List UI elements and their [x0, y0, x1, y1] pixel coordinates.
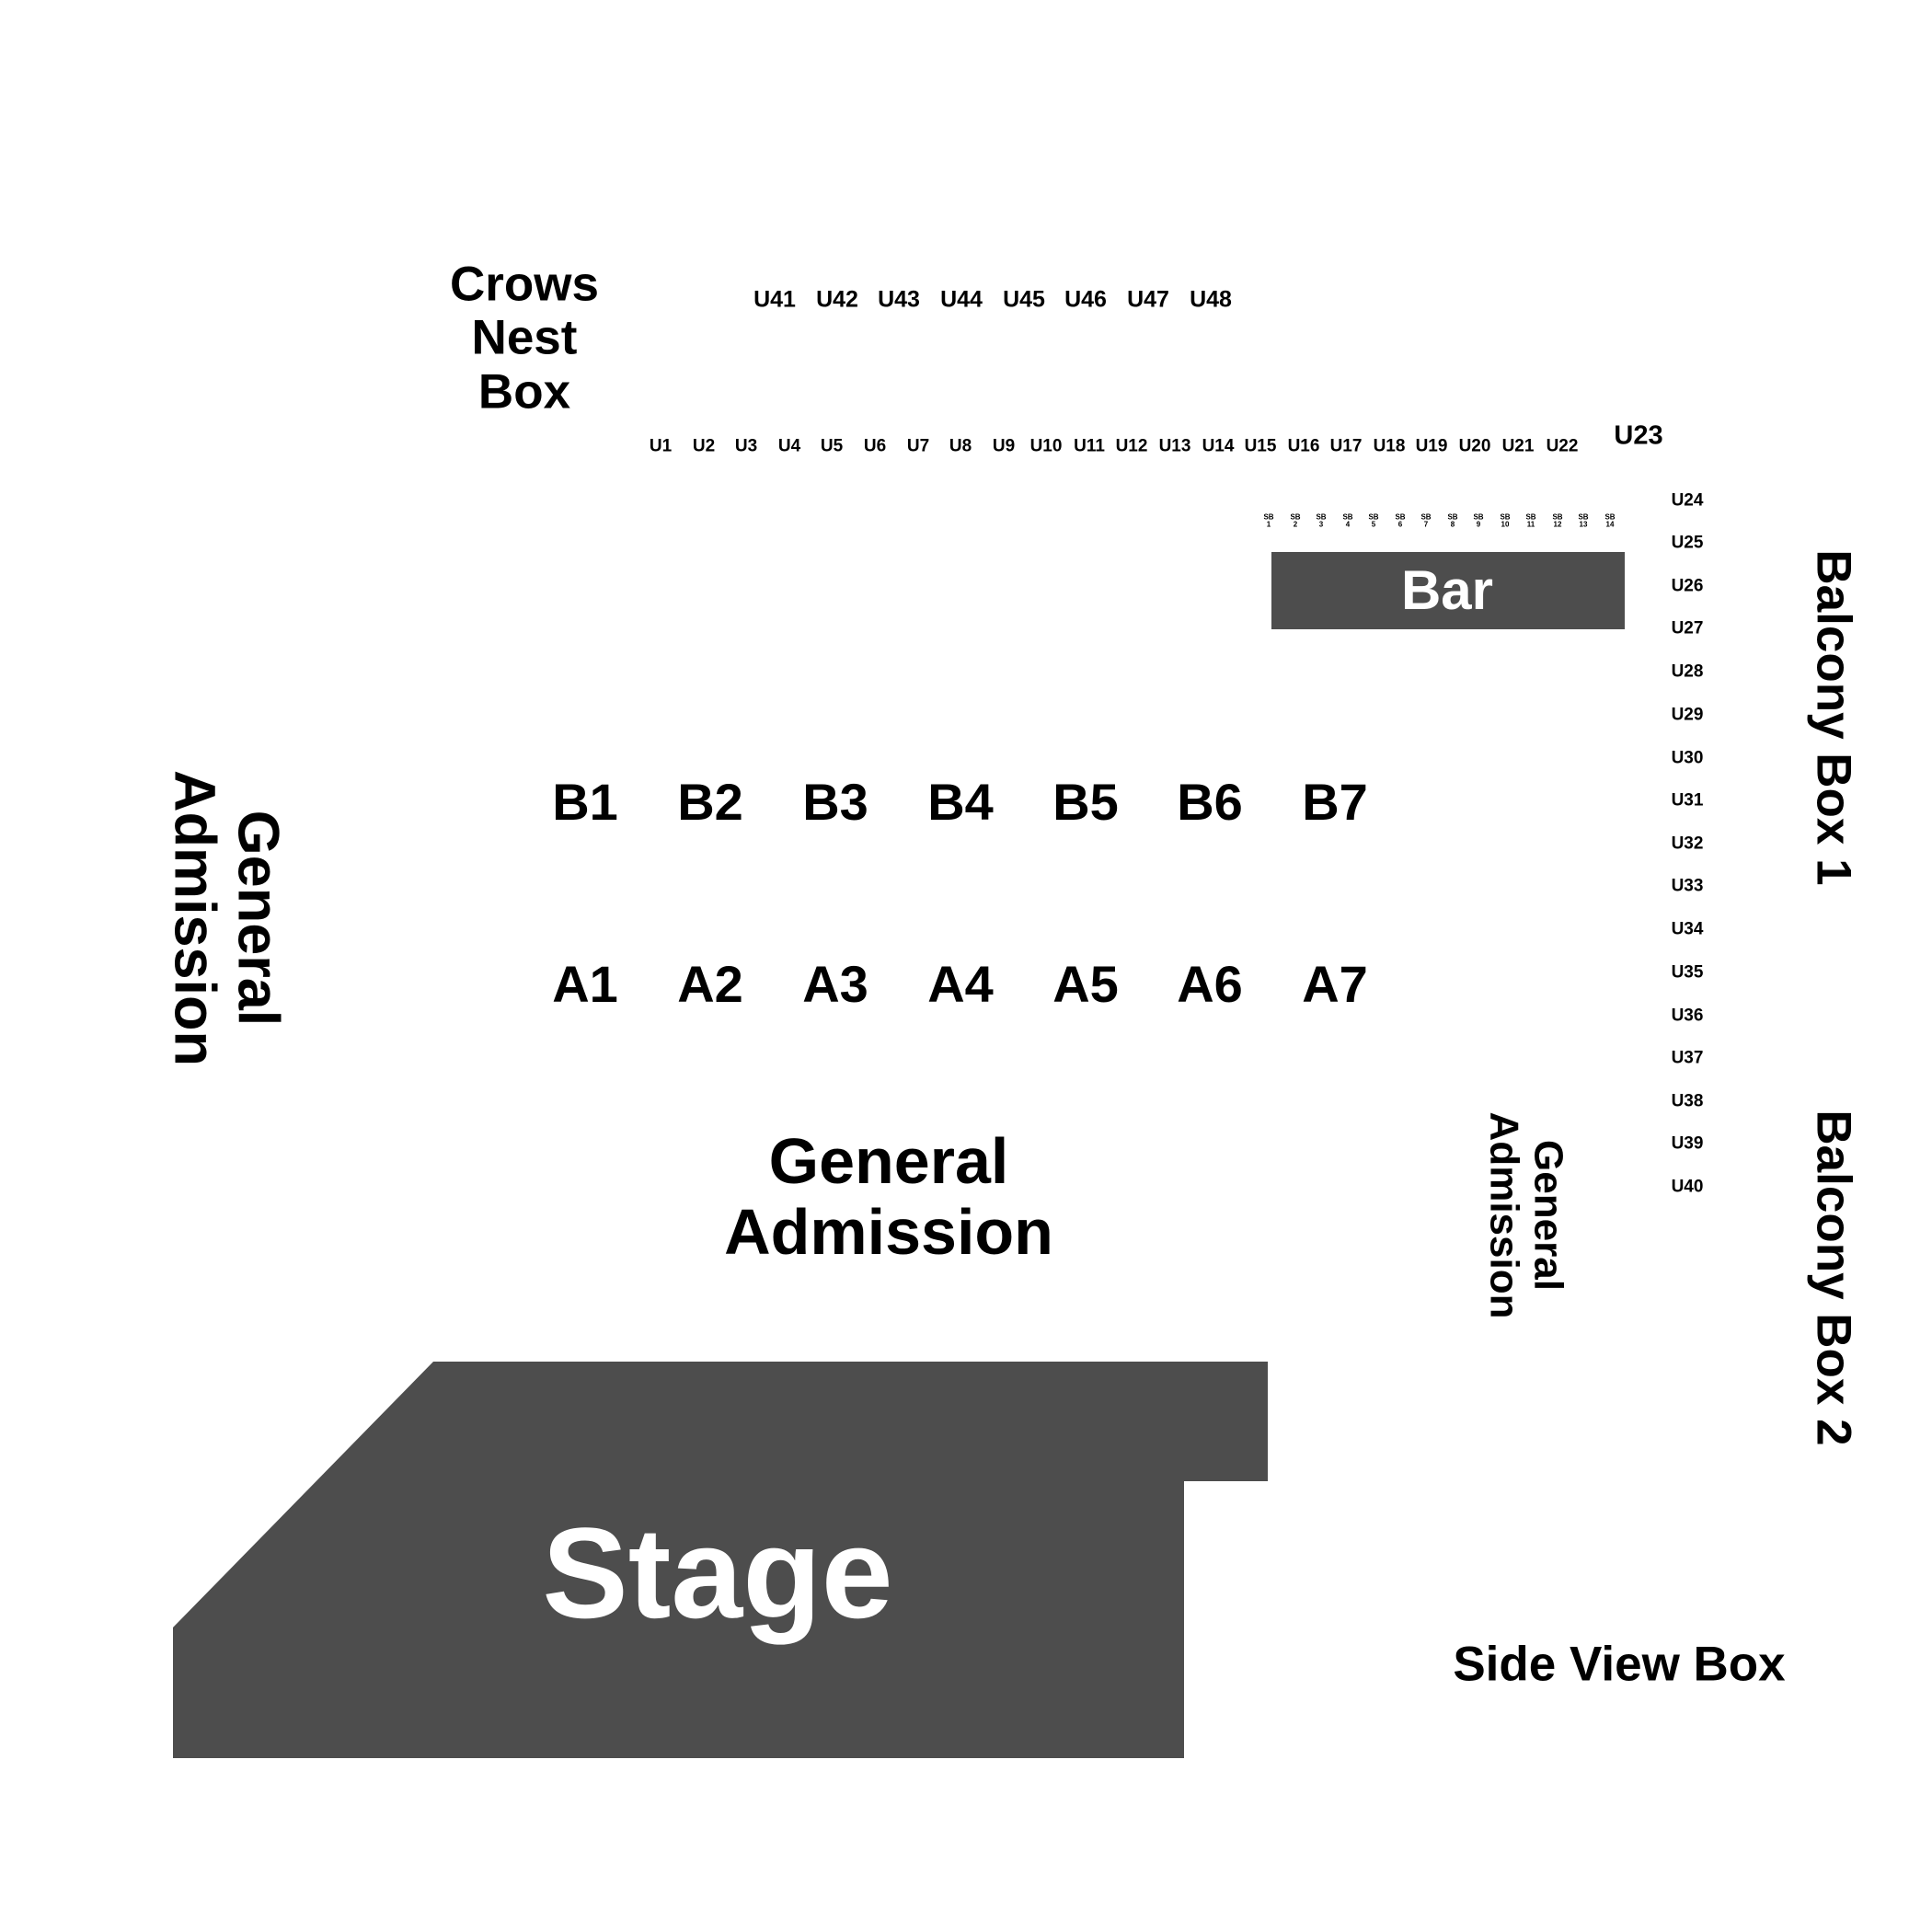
seat-u2[interactable]: U2: [692, 436, 716, 456]
ga-right-line: General: [1525, 1140, 1571, 1291]
general-admission-left[interactable]: General Admission: [162, 770, 290, 1066]
seat-u14[interactable]: U14: [1202, 436, 1235, 456]
seat-u21[interactable]: U21: [1501, 436, 1535, 456]
seat-u34[interactable]: U34: [1671, 919, 1704, 939]
seat-u26[interactable]: U26: [1671, 576, 1704, 596]
crows-nest-line: Crows: [450, 257, 599, 312]
side-view-box[interactable]: Side View Box: [1453, 1637, 1786, 1692]
seat-u6[interactable]: U6: [863, 436, 887, 456]
seat-u46[interactable]: U46: [1064, 286, 1107, 313]
table-a2[interactable]: A2: [677, 955, 743, 1013]
seat-u19[interactable]: U19: [1415, 436, 1448, 456]
seat-u10[interactable]: U10: [1029, 436, 1063, 456]
seat-u47[interactable]: U47: [1127, 286, 1169, 313]
seat-u20[interactable]: U20: [1458, 436, 1491, 456]
seat-u38[interactable]: U38: [1671, 1091, 1704, 1111]
table-b5[interactable]: B5: [1052, 773, 1119, 831]
seat-u7[interactable]: U7: [906, 436, 930, 456]
seat-u36[interactable]: U36: [1671, 1006, 1704, 1026]
ga-center-line: General: [768, 1125, 1009, 1197]
seat-u42[interactable]: U42: [816, 286, 858, 313]
seat-u22[interactable]: U22: [1546, 436, 1579, 456]
ga-left-line: General: [225, 810, 291, 1027]
seat-u33[interactable]: U33: [1671, 876, 1704, 896]
seat-u11[interactable]: U11: [1074, 436, 1105, 456]
table-b6[interactable]: B6: [1177, 773, 1243, 831]
seat-u31[interactable]: U31: [1671, 790, 1704, 811]
seat-u41[interactable]: U41: [753, 286, 796, 313]
table-a4[interactable]: A4: [927, 955, 994, 1013]
seat-u28[interactable]: U28: [1671, 661, 1704, 682]
seat-u17[interactable]: U17: [1329, 436, 1363, 456]
seat-u16[interactable]: U16: [1287, 436, 1320, 456]
seat-u35[interactable]: U35: [1671, 962, 1704, 983]
table-a5[interactable]: A5: [1052, 955, 1119, 1013]
seat-u13[interactable]: U13: [1158, 436, 1191, 456]
seat-u25[interactable]: U25: [1671, 533, 1704, 553]
crows-nest-line: Box: [477, 364, 571, 420]
general-admission-center[interactable]: General Admission: [724, 1126, 1053, 1268]
bar-label: Bar: [1400, 559, 1494, 621]
seat-u18[interactable]: U18: [1373, 436, 1406, 456]
seat-u29[interactable]: U29: [1671, 705, 1704, 725]
seat-u3[interactable]: U3: [734, 436, 758, 456]
seat-u23[interactable]: U23: [1614, 420, 1663, 451]
seat-u27[interactable]: U27: [1671, 618, 1704, 638]
seat-u4[interactable]: U4: [777, 436, 801, 456]
table-b2[interactable]: B2: [677, 773, 743, 831]
seat-u45[interactable]: U45: [1003, 286, 1045, 313]
general-admission-right[interactable]: General Admission: [1481, 1112, 1570, 1319]
ga-right-line: Admission: [1481, 1111, 1526, 1319]
table-a1[interactable]: A1: [552, 955, 618, 1013]
seat-u44[interactable]: U44: [940, 286, 983, 313]
stage-label: Stage: [542, 1501, 893, 1645]
seat-u30[interactable]: U30: [1671, 748, 1704, 768]
seat-u39[interactable]: U39: [1671, 1133, 1704, 1154]
ga-left-line: Admission: [162, 769, 226, 1067]
seat-u37[interactable]: U37: [1671, 1048, 1704, 1068]
seat-u12[interactable]: U12: [1115, 436, 1148, 456]
seat-u48[interactable]: U48: [1190, 286, 1232, 313]
crows-nest-box[interactable]: Crows Nest Box: [450, 257, 599, 420]
bar-shape[interactable]: [1271, 552, 1625, 629]
balcony-box-1[interactable]: Balcony Box 1: [1806, 549, 1861, 886]
seat-u9[interactable]: U9: [992, 436, 1016, 456]
seat-u8[interactable]: U8: [949, 436, 972, 456]
table-a3[interactable]: A3: [802, 955, 868, 1013]
balcony-box-2[interactable]: Balcony Box 2: [1806, 1110, 1861, 1446]
table-b3[interactable]: B3: [802, 773, 868, 831]
seat-u43[interactable]: U43: [878, 286, 920, 313]
ga-center-line: Admission: [724, 1196, 1053, 1268]
seat-u5[interactable]: U5: [820, 436, 844, 456]
crows-nest-line: Nest: [471, 310, 578, 365]
seat-u32[interactable]: U32: [1671, 834, 1704, 854]
table-b4[interactable]: B4: [927, 773, 994, 831]
seat-u15[interactable]: U15: [1244, 436, 1277, 456]
table-b1[interactable]: B1: [552, 773, 618, 831]
seat-u40[interactable]: U40: [1671, 1177, 1704, 1197]
seat-u1[interactable]: U1: [649, 436, 673, 456]
table-a7[interactable]: A7: [1302, 955, 1368, 1013]
table-a6[interactable]: A6: [1177, 955, 1243, 1013]
seat-u24[interactable]: U24: [1671, 490, 1704, 511]
table-b7[interactable]: B7: [1302, 773, 1368, 831]
